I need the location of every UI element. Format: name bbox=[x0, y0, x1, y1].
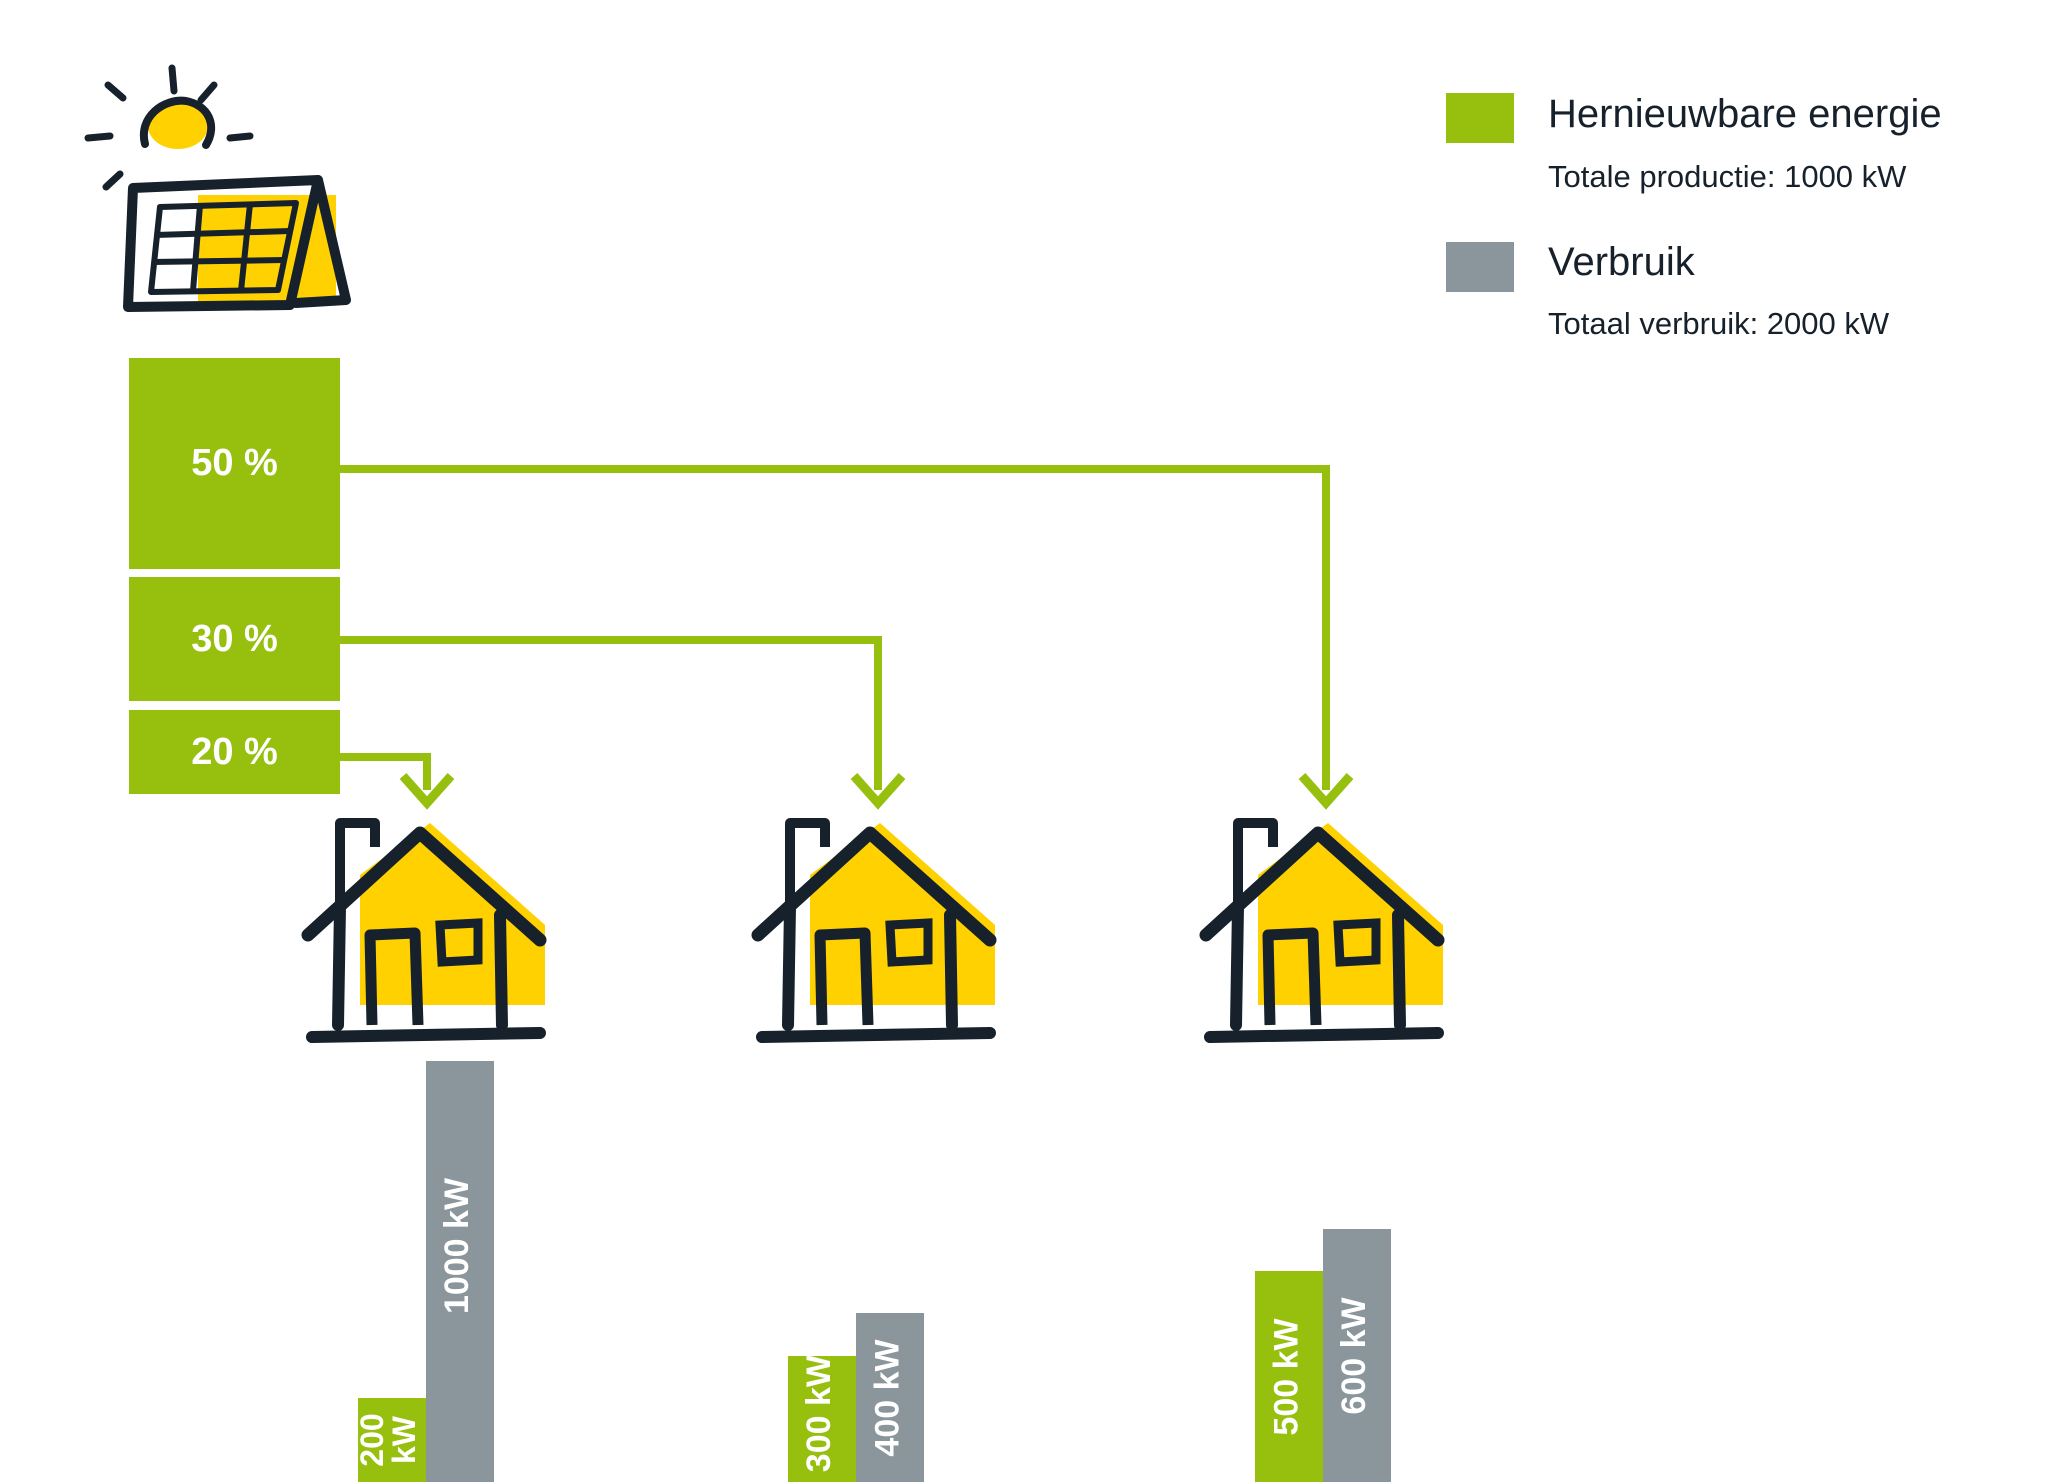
bar-value-label: 300 kW bbox=[799, 1354, 838, 1472]
bar-value-label: 400 kW bbox=[867, 1339, 906, 1457]
bar-value-label: 600 kW bbox=[1335, 1296, 1373, 1415]
house-icon bbox=[1199, 818, 1445, 1043]
share-label: 20 % bbox=[191, 730, 278, 773]
share-box-20: 20 % bbox=[129, 710, 340, 794]
bar-renewable-1 bbox=[358, 1397, 426, 1482]
share-box-30: 30 % bbox=[129, 577, 340, 701]
legend-swatch-consumption bbox=[1446, 242, 1514, 292]
arrow-head-50 bbox=[1298, 773, 1354, 810]
flow-arrow-50 bbox=[340, 465, 1330, 790]
bar-consumption-3 bbox=[1323, 1229, 1391, 1482]
legend-title-renewable: Hernieuwbare energie bbox=[1548, 92, 1942, 136]
bar-value-label: 1000 kW bbox=[438, 1178, 476, 1315]
house-icon bbox=[301, 818, 547, 1043]
legend-subtitle-consumption: Totaal verbruik: 2000 kW bbox=[1548, 306, 1890, 341]
sun-icon bbox=[84, 64, 254, 191]
solar-panel-icon bbox=[84, 64, 351, 312]
arrow-head-20 bbox=[399, 773, 455, 810]
arrow-head-30 bbox=[850, 773, 906, 810]
legend-subtitle-renewable: Totale productie: 1000 kW bbox=[1548, 159, 1907, 194]
share-label: 50 % bbox=[191, 442, 278, 484]
bar-value-label: 500 kW bbox=[1267, 1318, 1305, 1436]
flow-arrow-20 bbox=[340, 753, 431, 790]
legend-swatch-renewable bbox=[1446, 93, 1514, 143]
bar-consumption-1 bbox=[426, 1060, 494, 1482]
share-label: 30 % bbox=[191, 617, 278, 660]
share-box-50: 50 % bbox=[129, 358, 340, 569]
house-icon bbox=[751, 818, 997, 1043]
bar-value-label: 200 kW bbox=[353, 1413, 422, 1467]
flow-arrow-30 bbox=[340, 636, 882, 790]
bar-renewable-3 bbox=[1255, 1271, 1323, 1482]
legend-title-consumption: Verbruik bbox=[1548, 240, 1695, 284]
bar-renewable-2 bbox=[788, 1355, 856, 1482]
bar-consumption-2 bbox=[856, 1313, 924, 1482]
